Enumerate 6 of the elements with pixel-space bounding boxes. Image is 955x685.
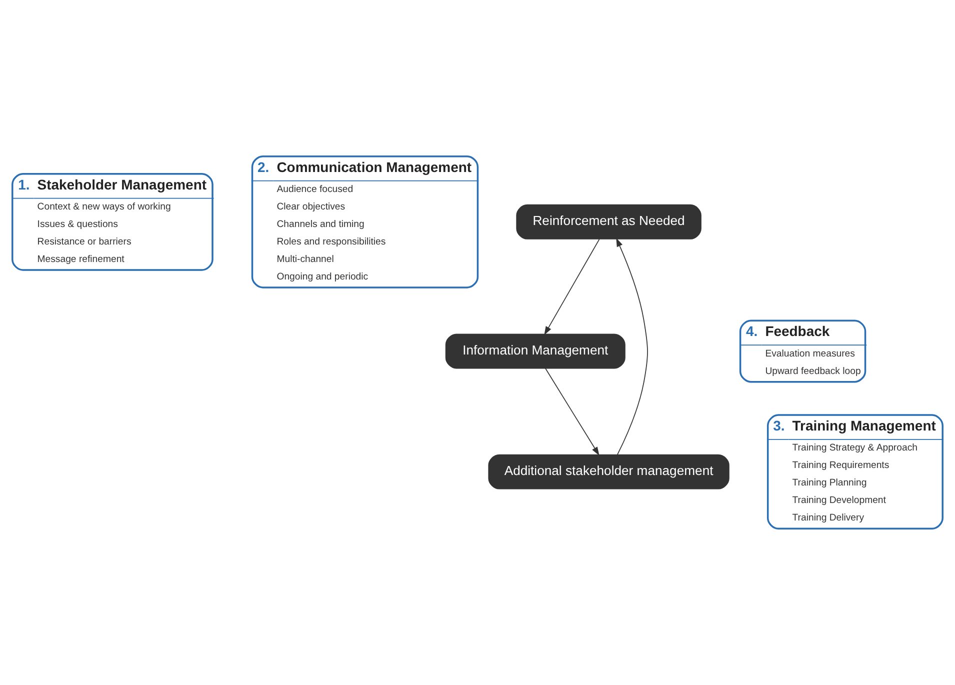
arrow bbox=[616, 238, 648, 456]
node-box: Information Management bbox=[445, 334, 626, 369]
arrow bbox=[545, 368, 600, 456]
arrow bbox=[544, 238, 600, 336]
node-box: Additional stakeholder management bbox=[488, 454, 730, 490]
node-box: Reinforcement as Needed bbox=[516, 204, 702, 240]
